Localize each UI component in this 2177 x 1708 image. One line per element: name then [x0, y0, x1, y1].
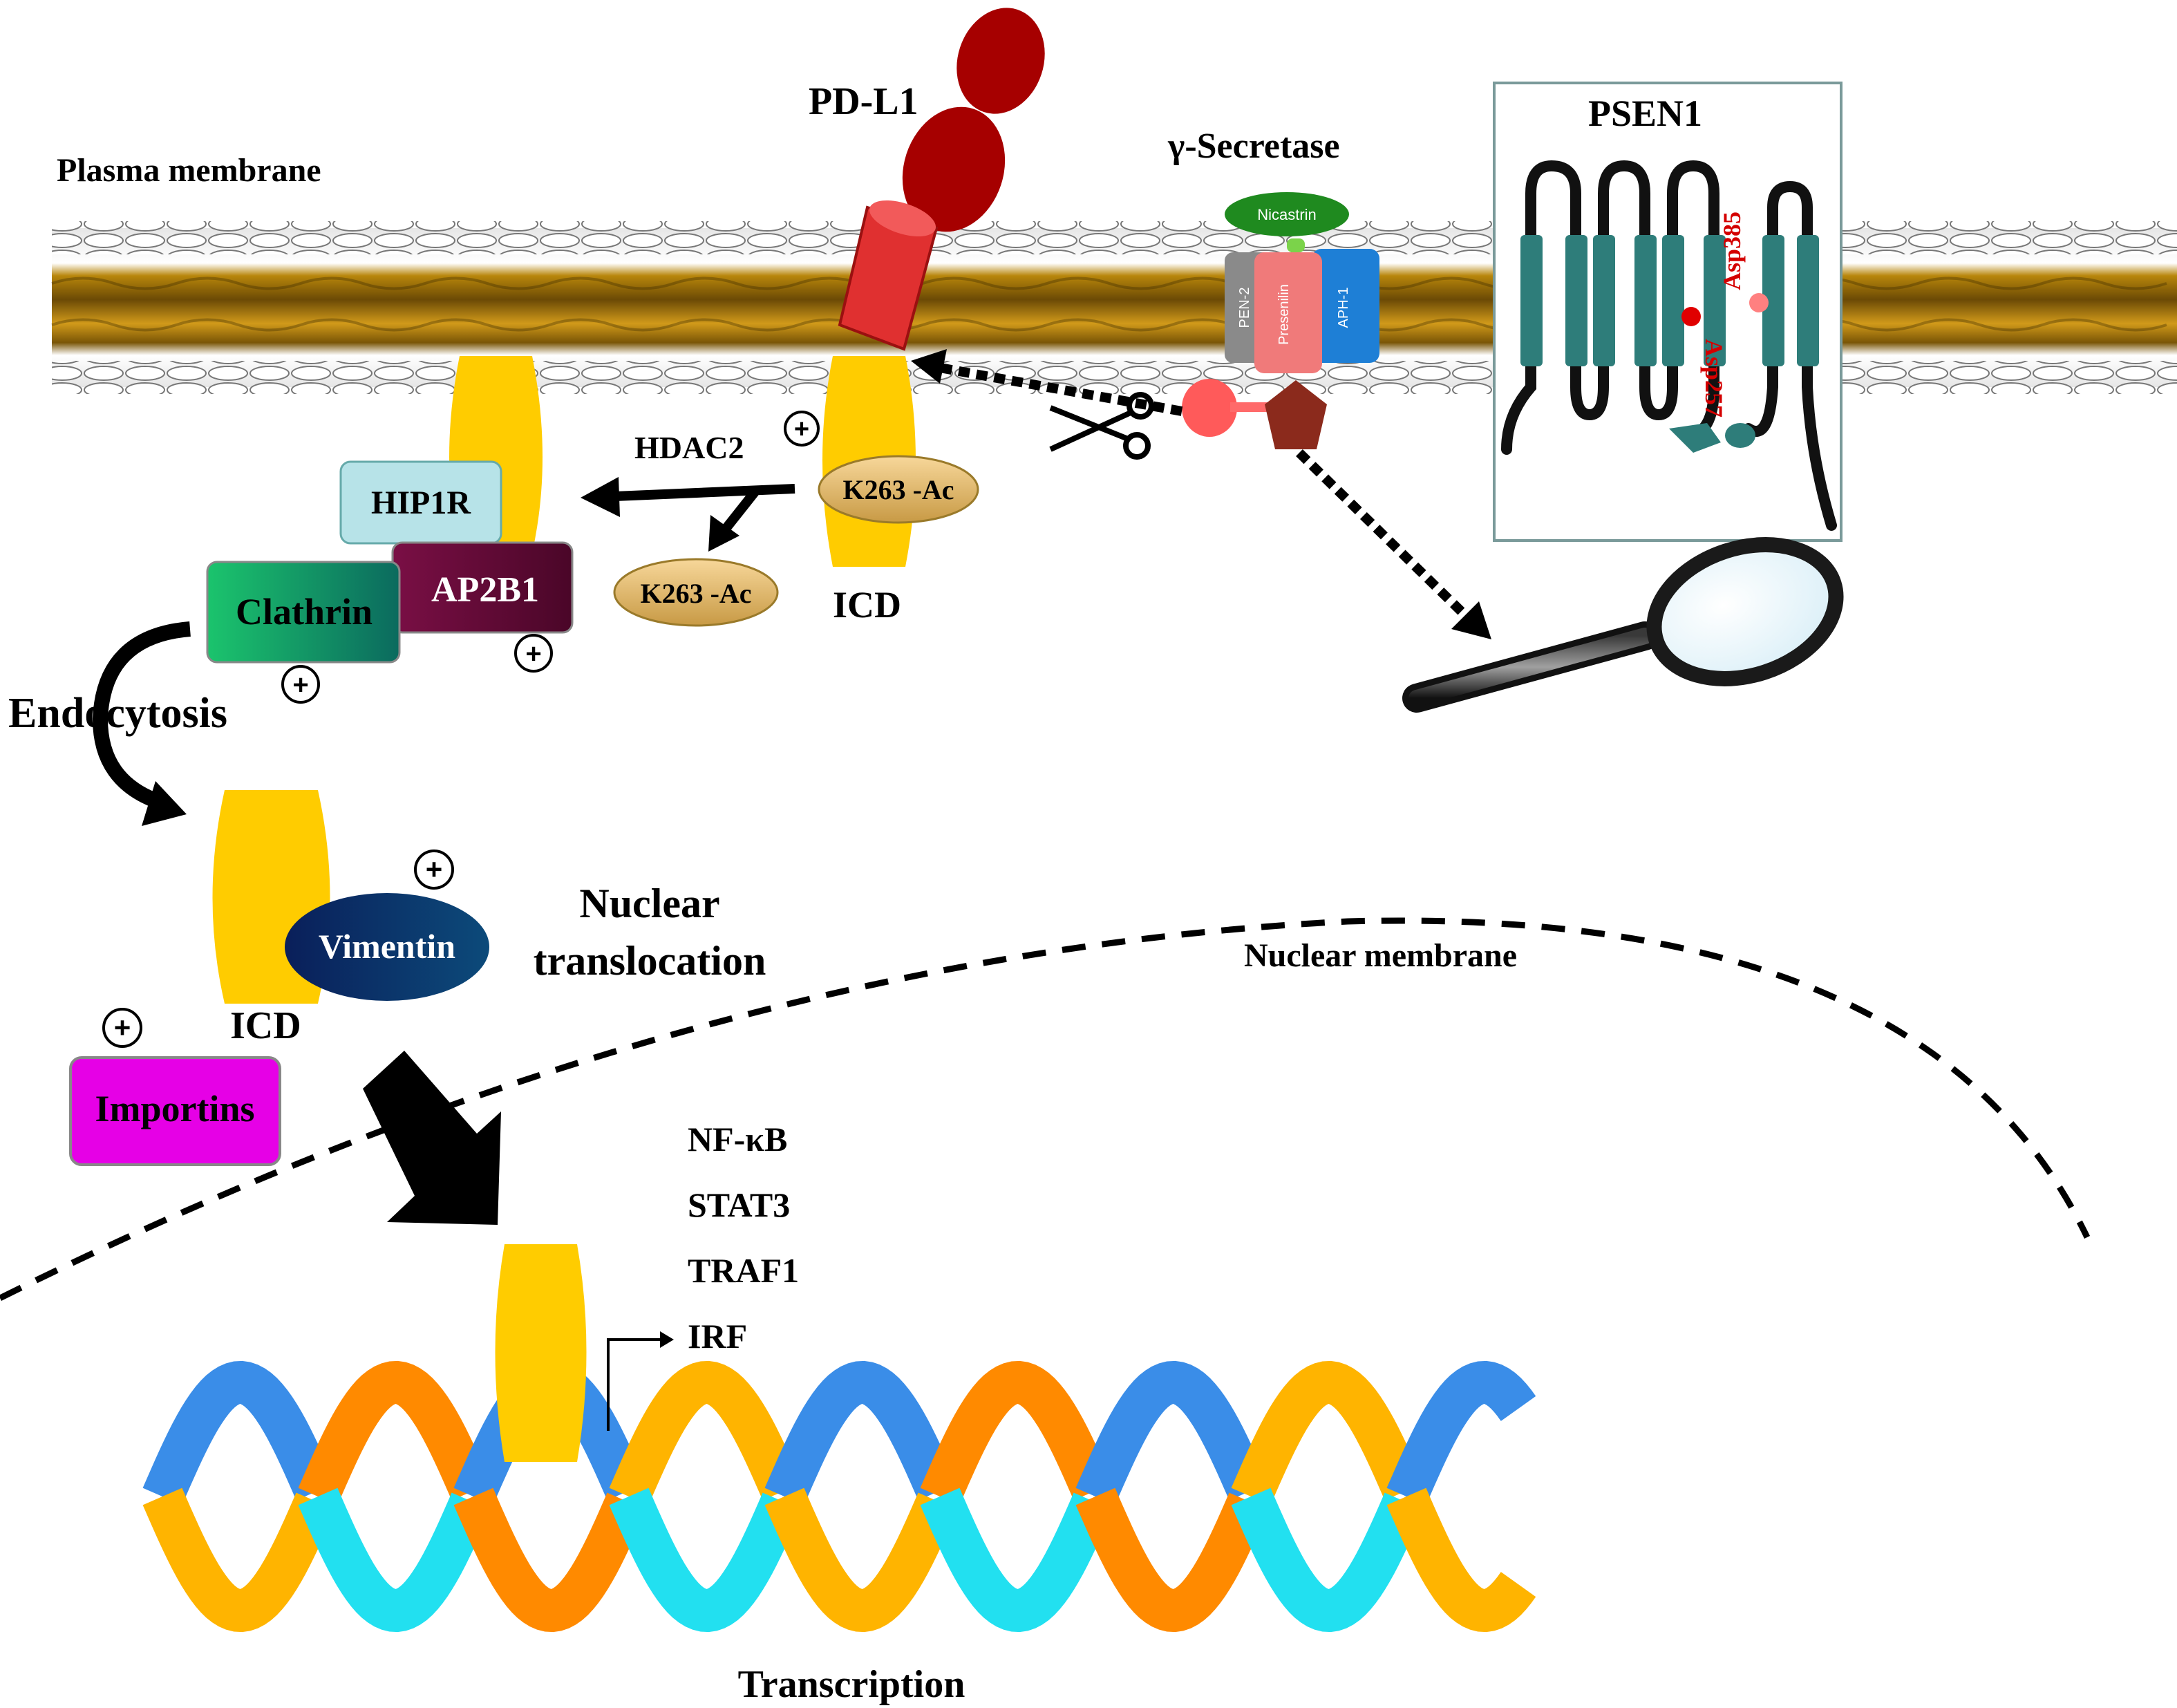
transcription-start-arrow	[607, 1331, 674, 1431]
icd-top-label: ICD	[833, 584, 901, 626]
svg-text:+: +	[114, 1011, 131, 1044]
gene-label-3: IRF	[688, 1317, 747, 1355]
dna-strand-b-segment	[298, 1488, 491, 1633]
hip1r-label: HIP1R	[371, 485, 471, 521]
k263-ac-free	[613, 558, 779, 627]
svg-text:+: +	[794, 415, 809, 444]
dna-strand-a-segment	[609, 1360, 802, 1505]
pdl1-label: PD-L1	[809, 80, 918, 123]
pdl1-protein	[838, 8, 1045, 351]
dna-strand-a-segment	[298, 1360, 491, 1505]
gene-label-1: STAT3	[688, 1185, 790, 1224]
endocytosis-arrow	[92, 621, 191, 826]
cleavage-arrow	[911, 349, 1183, 416]
svg-text:+: +	[426, 853, 443, 885]
dna-strand-a-segment	[764, 1488, 958, 1633]
dna-strand-b-segment	[764, 1360, 958, 1505]
dna-strand-b-segment	[920, 1488, 1113, 1633]
dna-strand-a-segment	[1231, 1360, 1424, 1505]
psen1-title: PSEN1	[1588, 93, 1702, 134]
detection-arrow	[1296, 449, 1491, 639]
psen1-panel: Asp385 Asp257	[1493, 82, 1843, 542]
translocation-arrow	[363, 1051, 501, 1225]
dna-strand-b-segment	[1386, 1360, 1536, 1505]
clathrin-label: Clathrin	[236, 591, 373, 632]
magnifying-glass-icon	[1402, 537, 1844, 713]
presenilin-label: Presenilin	[1276, 284, 1292, 345]
nuclear-membrane-label: Nuclear membrane	[1244, 937, 1517, 974]
nuclear-translocation-label-1: Nuclear	[579, 881, 719, 926]
plus-icon: +	[784, 411, 820, 447]
vimentin-oval	[285, 893, 489, 1001]
svg-text:+: +	[292, 670, 308, 700]
k263-ac-bound-label: K263 -Ac	[842, 474, 954, 505]
clathrin-box	[206, 561, 401, 664]
endocytosis-label: Endocytosis	[8, 690, 227, 737]
gene-label-0: NF-κB	[688, 1120, 787, 1158]
dna-strand-b-segment	[142, 1360, 336, 1505]
dna-strand-a-segment	[453, 1488, 647, 1633]
asp385-label: Asp385	[1718, 212, 1746, 290]
importins-box	[69, 1056, 281, 1166]
vimentin-label: Vimentin	[319, 927, 455, 966]
importins-label: Importins	[95, 1088, 254, 1129]
icd-nuclear	[495, 1244, 587, 1462]
dna-strand-a-segment	[1386, 1488, 1536, 1633]
plasma-membrane	[51, 221, 2177, 394]
ap2b1-label: AP2B1	[431, 570, 539, 610]
pen2-label: PEN-2	[1237, 288, 1252, 328]
deacetylation-arrow	[581, 477, 795, 552]
k263-ac-free-label: K263 -Ac	[640, 578, 751, 609]
hdac2-label: HDAC2	[634, 430, 744, 465]
plus-icon: +	[514, 634, 553, 673]
dna-strand-a-segment	[1075, 1488, 1269, 1633]
dna-strand-a-segment	[920, 1360, 1113, 1505]
dna-strand-b-segment	[1075, 1360, 1269, 1505]
dna-helix	[142, 1360, 1536, 1633]
k263-ac-bound	[818, 455, 979, 524]
plus-icon: +	[414, 850, 454, 890]
svg-text:+: +	[525, 639, 541, 669]
dna-strand-b-segment	[1231, 1488, 1424, 1633]
aph1-label: APH-1	[1336, 288, 1351, 328]
gene-label-2: TRAF1	[688, 1251, 799, 1290]
plus-icon: +	[102, 1008, 142, 1048]
nuclear-translocation-label-2: translocation	[534, 938, 766, 984]
icd-mid-label: ICD	[230, 1004, 301, 1047]
gamma-secretase-complex: Nicastrin PEN-2 APH-1 Presenilin	[1182, 192, 1379, 449]
asp257-label: Asp257	[1700, 339, 1728, 417]
dna-strand-b-segment	[609, 1488, 802, 1633]
plus-icon: +	[281, 665, 320, 704]
scissors-icon	[1049, 392, 1154, 460]
transcription-label: Transcription	[738, 1663, 965, 1706]
plasma-membrane-label: Plasma membrane	[57, 152, 321, 189]
gamma-secretase-label: γ-Secretase	[1167, 126, 1340, 166]
nicastrin-label: Nicastrin	[1257, 206, 1317, 223]
dna-strand-a-segment	[142, 1488, 336, 1633]
